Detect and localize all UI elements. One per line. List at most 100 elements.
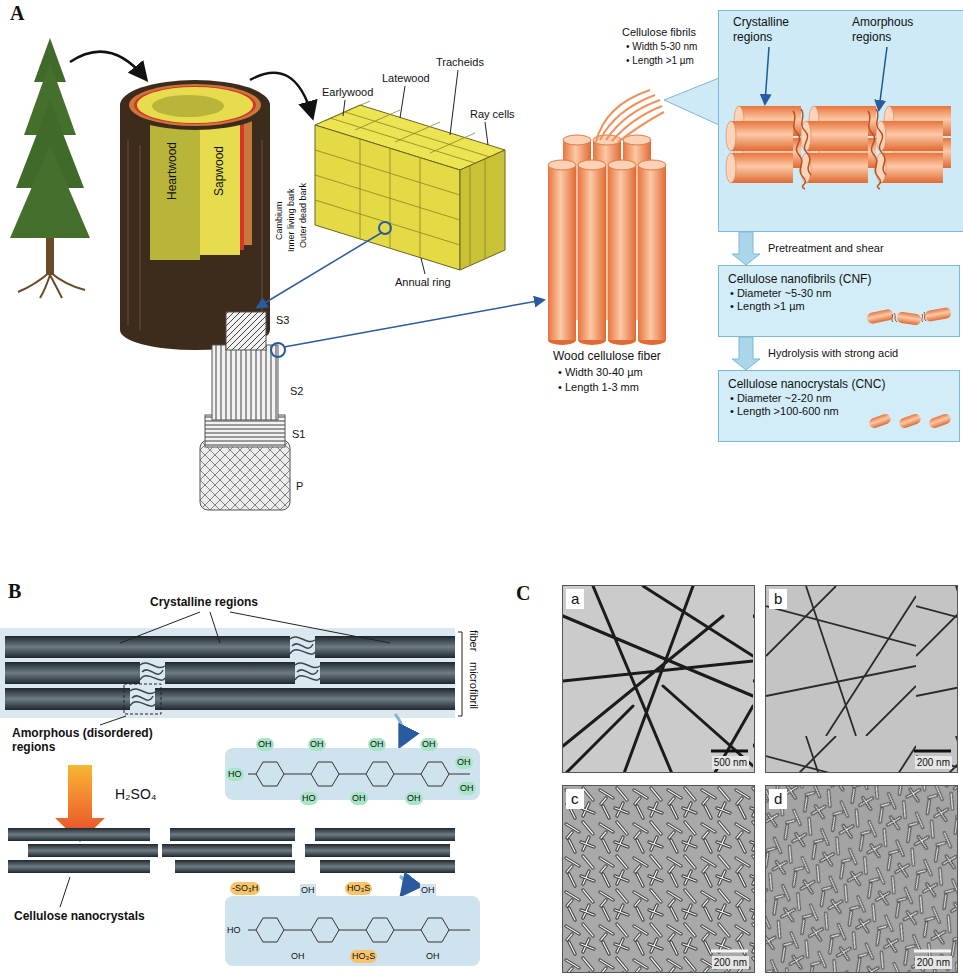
molecule-sulfated	[248, 930, 470, 931]
microfibril-rows	[5, 636, 290, 658]
panel-letter: B	[8, 580, 21, 603]
fiber-bundle	[548, 165, 576, 340]
log	[120, 310, 270, 350]
microfibril-illustration	[719, 11, 961, 233]
region-label: Amorphous (disordered) regions	[12, 727, 182, 755]
micrograph-image	[914, 950, 951, 953]
box-title: Cellulose nanofibrils (CNF)	[728, 272, 950, 287]
micrograph-image	[766, 586, 957, 772]
callout-box: Crystalline regionsAmorphous regions	[718, 10, 963, 232]
text-label: Latewood	[382, 72, 430, 85]
microfibril-rows	[5, 662, 140, 684]
box-text: • Diameter ~5-30 nm	[728, 287, 950, 300]
molecule-sulfated	[421, 918, 449, 942]
microfibril-rows	[130, 689, 155, 706]
wood-block	[258, 233, 381, 307]
micrograph-panel: a 500 nm	[562, 585, 755, 773]
box-title: Cellulose nanocrystals (CNC)	[728, 377, 950, 392]
microfibril-rows	[155, 688, 455, 710]
log	[137, 87, 253, 123]
panel-letter: a	[566, 589, 584, 609]
wood-block	[325, 101, 490, 163]
microfibril-illustration	[806, 153, 868, 183]
log	[120, 105, 270, 330]
log	[120, 73, 312, 350]
microfibril-illustration	[726, 121, 736, 151]
edge-label: Hydrolysis with strong acid	[768, 347, 898, 360]
region-label: Crystalline regions	[150, 596, 258, 610]
micrograph-image	[711, 750, 748, 753]
nanocrystal-illustration	[898, 413, 922, 430]
microfibril-rows	[458, 632, 462, 716]
molecule-hydroxyl	[311, 762, 339, 786]
molecule-sulfated	[225, 896, 480, 966]
hydroxyl-group: OH	[405, 792, 423, 805]
log	[244, 110, 252, 245]
nanocrystal-segments	[305, 844, 450, 857]
log	[120, 80, 270, 130]
hydroxyl-group: OH	[458, 782, 476, 795]
part-label: Sapwood	[213, 146, 227, 196]
micrograph-image	[563, 586, 754, 772]
log	[240, 110, 244, 250]
box-text: Amorphous regions	[852, 15, 926, 44]
cell-wall	[200, 440, 290, 510]
panel-letter: c	[566, 789, 584, 809]
part-label: Inner living bark	[286, 188, 296, 252]
nanocrystal-illustration	[865, 407, 953, 435]
micrograph-image	[563, 586, 754, 772]
sulfate-group: HO₃S	[345, 882, 372, 895]
micrograph-image	[766, 786, 957, 972]
part-label: Cambium	[274, 201, 284, 240]
nanofibril-illustration	[924, 307, 952, 322]
panel-letter: b	[769, 589, 787, 609]
log	[250, 73, 312, 116]
microfibril-rows	[395, 714, 403, 744]
nanocrystal-segments	[315, 828, 455, 841]
nanocrystal-illustration	[928, 413, 952, 430]
tree	[70, 52, 145, 78]
process-box: Cellulose nanofibrils (CNF)• Diameter ~5…	[718, 265, 960, 337]
microfibril-rows	[320, 662, 455, 684]
microfibril-rows	[0, 612, 462, 842]
text-label: H₂SO₄	[115, 786, 157, 802]
chem-group: OH	[300, 884, 316, 897]
microfibril-rows	[124, 684, 161, 714]
hydroxyl-group: OH	[420, 738, 438, 751]
fiber-bundle	[638, 165, 666, 340]
box-text: • Diameter ~2-20 nm	[728, 392, 950, 405]
text-label: • Length >1 µm	[626, 55, 694, 67]
microfibril-illustration	[793, 109, 811, 189]
text-label: S3	[276, 314, 289, 327]
microfibril-rows	[165, 662, 295, 684]
log	[134, 86, 256, 124]
panel-letter: d	[769, 789, 787, 809]
text-label: • Length 1-3 mm	[558, 381, 639, 394]
microfibril-rows	[315, 636, 455, 658]
edge-label: Pretreatment and shear	[768, 242, 884, 255]
hydroxyl-group: OH	[256, 738, 274, 751]
microfibril-illustration	[868, 109, 886, 189]
nanocrystal-segments	[170, 828, 295, 841]
scale-label: 500 nm	[712, 756, 749, 769]
log	[150, 110, 200, 260]
fiber-bundle	[578, 165, 606, 340]
nanocrystal-segments	[8, 860, 150, 873]
nanocrystal-segments	[8, 828, 455, 907]
microfibril-illustration	[765, 47, 769, 103]
micrograph-image	[766, 786, 957, 972]
microfibril-illustration	[731, 153, 793, 183]
microfibril-illustration	[881, 121, 943, 151]
scale-label: 200 nm	[915, 756, 952, 769]
text-label: Cellulose fibrils	[622, 26, 696, 39]
molecule-hydroxyl	[248, 774, 470, 775]
sulfate-group: HO₃S	[350, 950, 377, 963]
nanocrystal-segments	[28, 844, 158, 857]
cell-wall	[226, 312, 266, 350]
microfibril-illustration	[731, 121, 793, 151]
nanocrystal-segments	[400, 876, 406, 893]
text-label: P	[296, 480, 303, 493]
micrograph-image	[766, 586, 957, 772]
microfibril-rows	[140, 663, 165, 680]
